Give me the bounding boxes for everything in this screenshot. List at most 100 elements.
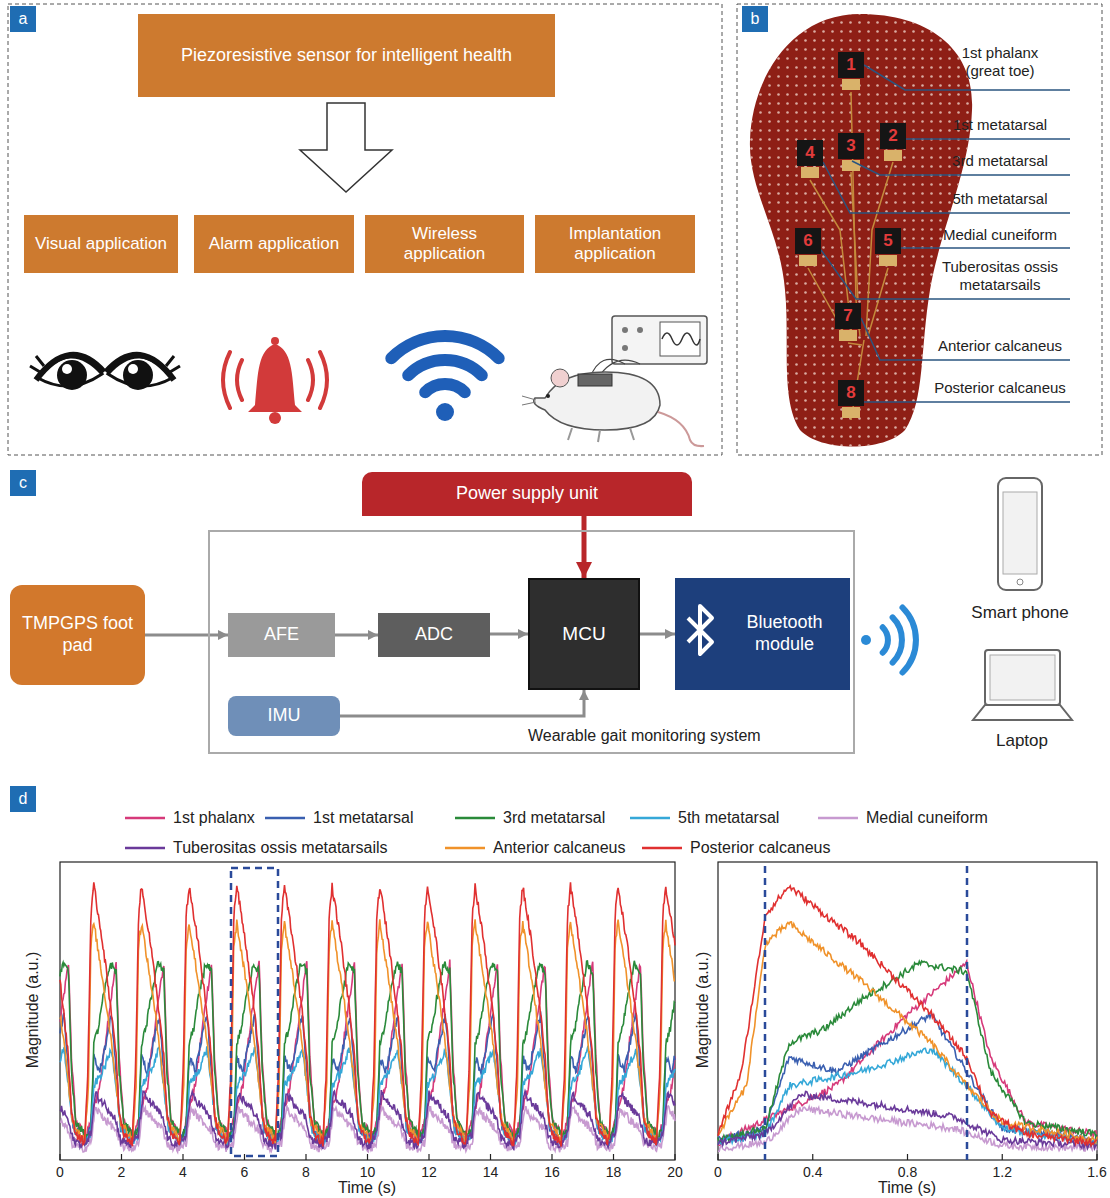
legend-label: 1st metatarsal (313, 808, 413, 827)
callout-number: 4 (805, 143, 814, 163)
part-label: 1st phalanx (great toe) (945, 44, 1055, 80)
tick-label: 20 (667, 1164, 683, 1181)
box-label: Piezoresistive sensor for intelligent he… (181, 45, 512, 67)
sensor-square: 2 (880, 123, 906, 149)
device-label: Smart phone (971, 603, 1068, 623)
tick-label: 10 (360, 1164, 376, 1181)
mcu-box: MCU (528, 578, 640, 690)
tick-label: 6 (241, 1164, 249, 1181)
part-label: Anterior calcaneus (938, 337, 1062, 355)
tick-label: 0.4 (803, 1164, 822, 1181)
arrow-connector (145, 634, 228, 637)
sensor-square: 8 (838, 380, 864, 406)
sensor-curve (718, 886, 1097, 1146)
callout-number: 5 (883, 231, 892, 251)
legend-label: Medial cuneiform (866, 808, 988, 827)
sensor-square: 6 (795, 228, 821, 254)
sensor-curve (60, 1105, 675, 1153)
arrow-connector (640, 633, 675, 636)
callout-number: 6 (803, 231, 812, 251)
system-frame: Wearable gait monitoring system AFE ADC MCU… (208, 530, 855, 754)
sensor-square: 3 (838, 133, 864, 159)
legend-label: Anterior calcaneus (493, 838, 626, 857)
sensor-box: IMU (228, 696, 340, 736)
sensor-square: 1 (838, 52, 864, 78)
callout-number: 7 (843, 306, 852, 326)
legend-label: Posterior calcaneus (690, 838, 831, 857)
legend-line (125, 847, 165, 850)
box-label: b (751, 9, 760, 28)
callout-number: 8 (846, 383, 855, 403)
tick-label: 0 (714, 1164, 722, 1181)
tick-label: 2 (118, 1164, 126, 1181)
mouse-implant-illustration (522, 316, 707, 446)
panel-frame (8, 4, 722, 455)
box-label: TMPGPS foot pad (16, 613, 139, 656)
bluetooth-box: Bluetooth module (675, 578, 850, 690)
legend-label: Tuberositas ossis metatarsails (173, 838, 388, 857)
callout-number: 3 (846, 136, 855, 156)
sensor-curves (60, 882, 1097, 1152)
axis-title: Time (s) (338, 1178, 396, 1197)
panel-letter: b (742, 6, 768, 32)
wireless-waves (861, 608, 916, 673)
application-box: Visual application (24, 215, 178, 273)
legend-line (455, 817, 495, 820)
legend-line (630, 817, 670, 820)
callout-number: 2 (888, 126, 897, 146)
application-box: Alarm application (194, 215, 354, 273)
sensor-square: 7 (835, 303, 861, 329)
application-box: Implantation application (535, 215, 695, 273)
tick-label: 1.2 (993, 1164, 1012, 1181)
phone-icon (998, 478, 1042, 590)
part-label: Tuberositas ossis metatarsails (915, 258, 1085, 294)
callout-number: 1 (846, 55, 855, 75)
sensor-square: 4 (797, 140, 823, 166)
box-label: a (19, 9, 28, 28)
part-label: Posterior calcaneus (934, 379, 1066, 397)
sensor-curve (718, 922, 1097, 1143)
legend-line (818, 817, 858, 820)
tick-label: 18 (606, 1164, 622, 1181)
box-label: d (19, 789, 28, 808)
tick-label: 0 (56, 1164, 64, 1181)
dashed-markers (231, 866, 967, 1160)
legend-label: 3rd metatarsal (503, 808, 605, 827)
tick-label: 1.6 (1087, 1164, 1106, 1181)
tick-label: 12 (421, 1164, 437, 1181)
box-label: Power supply unit (456, 483, 598, 505)
box-label: Visual application (35, 234, 167, 254)
axis-ticks (60, 1154, 1097, 1160)
box-label: ADC (415, 624, 453, 646)
panel-letter: c (10, 470, 36, 496)
process-box: ADC (378, 613, 490, 657)
box-label: Wireless application (371, 224, 518, 265)
arrow-connector (340, 690, 584, 716)
device-label: Laptop (996, 731, 1048, 751)
legend-line (642, 847, 682, 850)
panel-letter: a (10, 6, 36, 32)
legend-line (125, 817, 165, 820)
box-label: c (19, 473, 27, 492)
legend-line (445, 847, 485, 850)
tick-label: 16 (544, 1164, 560, 1181)
box-label: Implantation application (541, 224, 689, 265)
box-label: MCU (562, 623, 605, 646)
tick-label: 4 (179, 1164, 187, 1181)
box-label: Alarm application (209, 234, 339, 254)
arrow-connector (582, 516, 587, 578)
hollow-arrow (300, 103, 392, 192)
sensor-curve (60, 882, 675, 1146)
group-label: Wearable gait monitoring system (528, 726, 761, 745)
legend-line (265, 817, 305, 820)
chart-frames (60, 862, 1097, 1160)
box-label: IMU (268, 705, 301, 727)
sensor-curve (60, 1046, 675, 1146)
axis-title: Time (s) (878, 1178, 936, 1197)
axis-title: Magnitude (a.u.) (23, 952, 42, 1069)
axis-title: Magnitude (a.u.) (693, 952, 712, 1069)
legend-label: 5th metatarsal (678, 808, 779, 827)
box-label: AFE (264, 624, 299, 646)
box-label: Bluetooth module (725, 612, 844, 655)
process-box: AFE (228, 613, 335, 657)
